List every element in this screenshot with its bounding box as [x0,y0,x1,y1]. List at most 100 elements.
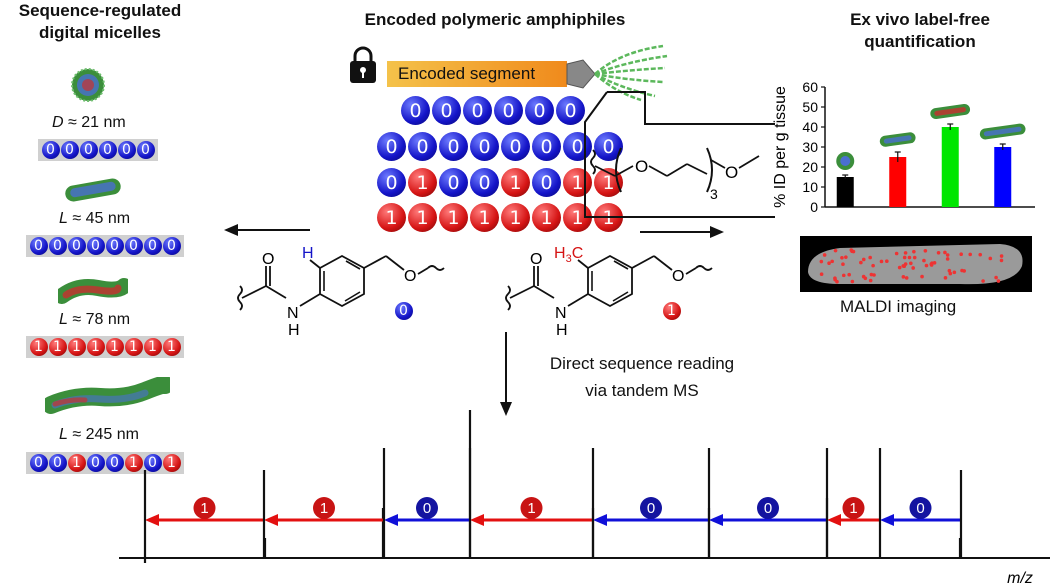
digit-ball: 1 [67,338,86,356]
digit-ball [193,497,216,519]
digit-label: 0 [764,500,772,517]
sequence-arrowhead [470,514,484,526]
maldi-dot [945,253,950,257]
y-tick-label: 30 [802,139,818,155]
maldi-dot [922,258,926,263]
maldi-dot [861,257,866,262]
y-tick-label: 20 [802,159,818,175]
digit-label: 1 [527,500,535,517]
encoded-segment-label: Encoded segment [398,64,536,83]
maldi-dot [868,255,872,260]
maldi-dot [948,271,953,276]
digit-ball: 1 [377,203,406,232]
digit-ball: 0 [525,96,554,125]
maldi-dot [999,258,1004,263]
right-title-line2: quantification [864,32,976,51]
digit-ball: 0 [105,454,124,472]
digit-ball: 0 [29,454,48,472]
digit-ball: 0 [494,96,523,125]
y-tick-label: 40 [802,119,818,135]
digit-ball: 1 [48,338,67,356]
maldi-dot [968,252,973,257]
bar [889,157,907,207]
digit-label: 0 [916,500,924,517]
y-tick-label: 10 [802,179,818,195]
maldi-dot [830,259,834,264]
maldi-dot [859,260,863,265]
monomer1-ether-oxygen: O [672,268,684,285]
maldi-dot [923,248,928,253]
monomer0-digit-ball: 0 [394,302,413,320]
encoded-segment-graphic [350,44,668,102]
maldi-dot [978,252,983,257]
y-tick-label: 0 [810,199,818,215]
digit-ball: 0 [48,237,67,255]
digit-ball: 1 [67,454,86,472]
digit-ball: 0 [463,96,492,125]
maldi-dot [879,259,884,264]
size-label-1: D ≈ 21 nm [52,114,126,131]
digit-ball: 0 [401,96,430,125]
digit-ball: 0 [105,237,124,255]
maldi-dot [897,265,902,270]
maldi-dot [952,270,957,275]
digit-ball: 0 [563,132,592,161]
digit-ball: 1 [532,203,561,232]
digit-ball: 0 [143,237,162,255]
digit-ball: 0 [60,141,79,159]
long-worm-micelle-image [45,377,170,414]
spherical-micelle-image [71,68,105,102]
maldi-dot [861,274,866,279]
digit-ball: 1 [105,338,124,356]
digit-ball: 0 [408,132,437,161]
maldi-dot [936,250,941,255]
digit-ball: 1 [501,203,530,232]
peg-oxygen-1: O [635,157,648,176]
digit-ball: 0 [143,454,162,472]
bar [836,177,854,207]
left-title-line2: digital micelles [39,23,161,42]
maldi-label: MALDI imaging [840,297,957,316]
digit-ball: 0 [86,454,105,472]
reading-line1: Direct sequence reading [549,354,735,373]
digit-ball: 1 [501,168,530,197]
digit-ball: 0 [377,132,406,161]
digit-ball: 0 [98,141,117,159]
sequence-arrowhead [593,514,607,526]
monomer1-oxygen: O [530,251,542,268]
maldi-dot [929,263,934,267]
sequence-arrowhead [264,514,278,526]
digit-ball: 1 [162,454,181,472]
bar-micelle-icon [979,123,1026,140]
digit-ball: 0 [67,237,86,255]
sequence-arrowhead [384,514,398,526]
maldi-dot [819,272,824,277]
digit-label: 1 [320,500,328,517]
right-panel-title: Ex vivo label-free quantification [785,9,1055,53]
digit-label: 0 [423,500,431,517]
down-arrow [500,332,512,416]
reading-line2: via tandem MS [585,381,699,400]
bar [941,127,959,207]
y-tick-label: 60 [802,79,818,95]
digit-ball: 0 [162,237,181,255]
monomer1-substituent: H3C [554,245,583,265]
peg-subscript: 3 [710,186,718,202]
digit-ball: 0 [377,168,406,197]
size-label-3: L ≈ 78 nm [59,311,131,328]
maldi-dot [868,278,873,283]
maldi-dot [850,279,855,284]
maldi-dot [994,275,998,280]
bar [994,147,1012,207]
digit-ball [909,497,932,519]
digit-label: 1 [849,500,857,517]
y-axis-label: % ID per g tissue [772,86,789,208]
digit-ball: 0 [556,96,585,125]
maldi-dot [869,272,874,277]
